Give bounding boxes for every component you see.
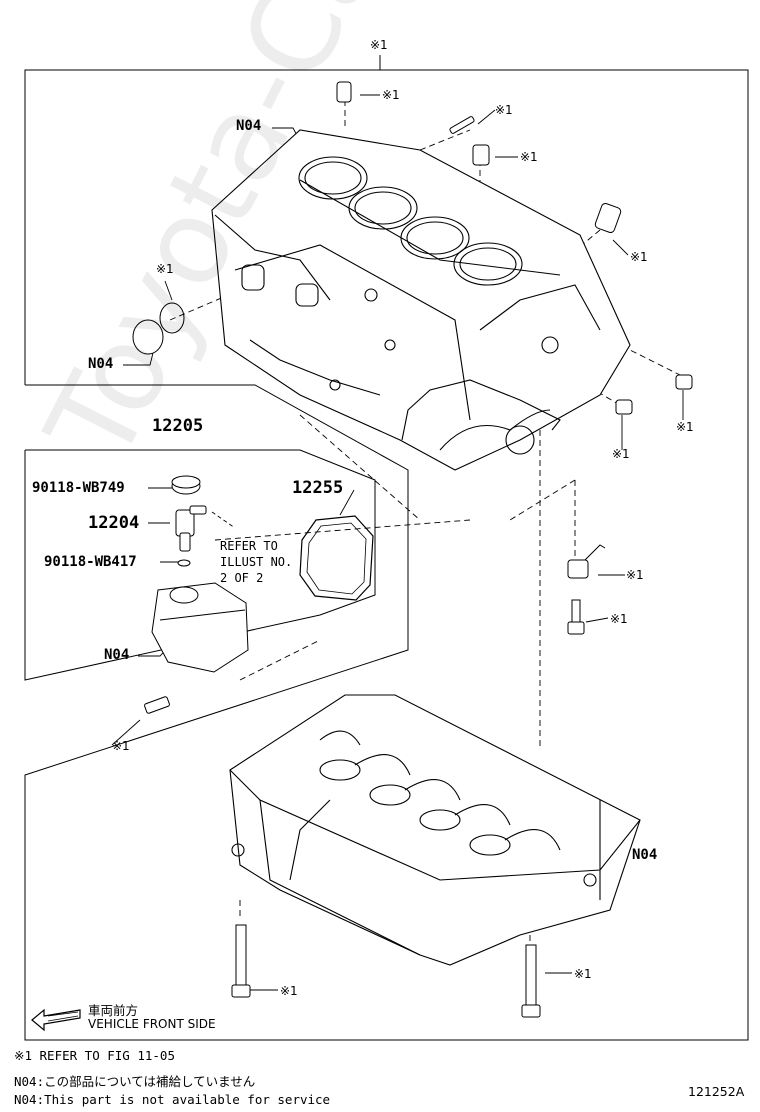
left-arrow-icon <box>31 1008 81 1032</box>
refer-to-illust-note: REFER TO ILLUST NO. 2 OF 2 <box>220 538 292 586</box>
ref-label: ※1 <box>612 447 630 461</box>
part-label-12205: 12205 <box>152 416 204 436</box>
part-label-n04-upper: N04 <box>236 118 262 134</box>
part-label-n04-lower: N04 <box>632 847 658 863</box>
part-label-n04-pcv: N04 <box>104 647 130 663</box>
ref-label: ※1 <box>574 967 592 981</box>
vehicle-front-en: VEHICLE FRONT SIDE <box>88 1017 216 1031</box>
part-label-90118-wb749: 90118-WB749 <box>32 480 125 496</box>
ref-label: ※1 <box>112 739 130 753</box>
pcv-parts <box>151 475 374 673</box>
refer-line-2: ILLUST NO. <box>220 555 293 569</box>
ref-label: ※1 <box>676 420 694 434</box>
long-bolts <box>231 924 541 1018</box>
upper-cylinder-block <box>211 129 631 471</box>
part-label-90118-wb417: 90118-WB417 <box>44 554 137 570</box>
ref-label: ※1 <box>626 568 644 582</box>
part-label-12204: 12204 <box>88 513 140 533</box>
ref-label: ※1 <box>280 984 298 998</box>
ref-label: ※1 <box>610 612 628 626</box>
part-label-12255: 12255 <box>292 478 344 498</box>
ref-label: ※1 <box>630 250 648 264</box>
vehicle-front-jp: 車両前方 <box>88 1003 139 1018</box>
lower-crankcase <box>229 694 641 966</box>
right-bolts <box>144 544 606 714</box>
frame-lines <box>24 55 749 1041</box>
refer-arrow <box>211 511 236 529</box>
refer-line-3: 2 OF 2 <box>220 571 264 585</box>
note-n04-en: N04:This part is not available for servi… <box>14 1092 331 1107</box>
part-label-n04-plug: N04 <box>88 356 114 372</box>
top-ref-label: ※1 <box>370 38 388 52</box>
ref-label: ※1 <box>520 150 538 164</box>
ref-label: ※1 <box>382 88 400 102</box>
ref-label: ※1 <box>156 262 174 276</box>
note-n04-jp: N04:この部品については補給していません <box>14 1074 256 1089</box>
upper-small-parts <box>132 81 693 415</box>
figure-id: 121252A <box>688 1084 745 1099</box>
ref-label: ※1 <box>495 103 513 117</box>
leader-lines <box>111 94 684 991</box>
note-ref-fig: ※1 REFER TO FIG 11-05 <box>14 1048 175 1063</box>
refer-line-1: REFER TO <box>220 539 278 553</box>
